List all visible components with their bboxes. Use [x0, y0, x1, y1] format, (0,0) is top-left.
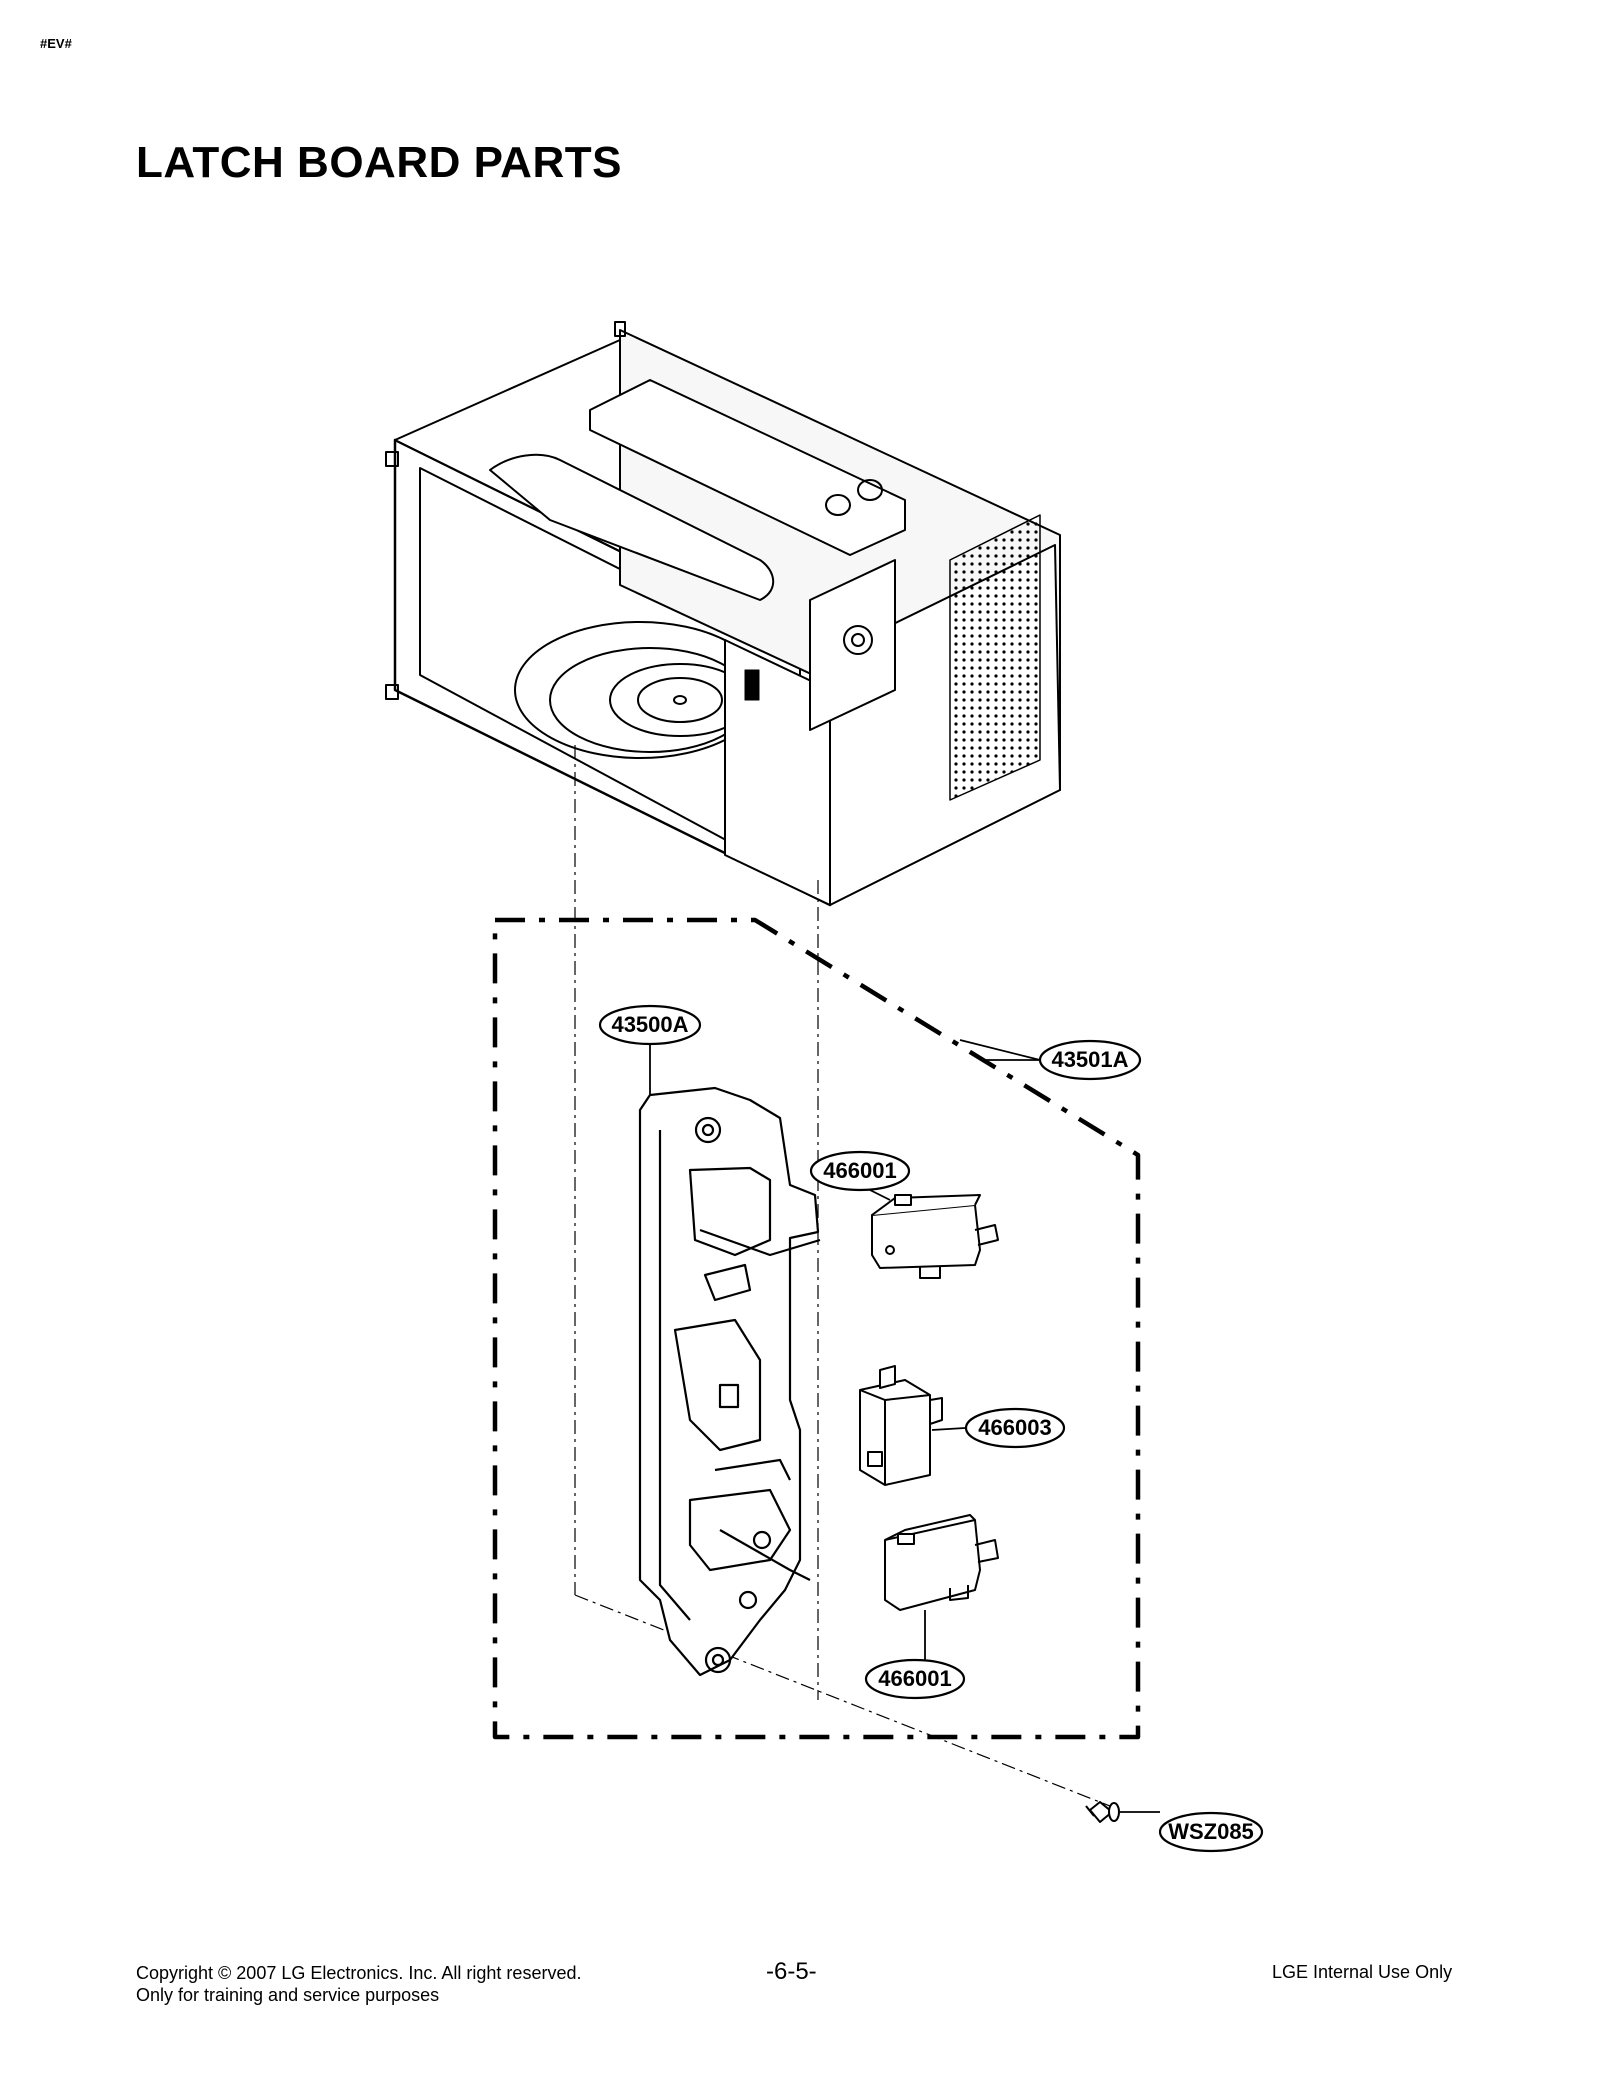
- callout-bubble-wsz085: [1158, 1811, 1264, 1853]
- micro-switch-top: [871, 1194, 999, 1279]
- callout-wsz085: WSZ085: [1168, 1819, 1254, 1844]
- callout-bubble-43501a: [1038, 1039, 1142, 1081]
- callout-466003: 466003: [978, 1415, 1051, 1440]
- footer-internal-note: LGE Internal Use Only: [1272, 1962, 1453, 1982]
- callout-bubble-466001-bottom: [864, 1658, 966, 1700]
- micro-switch-bottom: [884, 1514, 999, 1611]
- page-title: LATCH BOARD PARTS: [136, 138, 622, 187]
- callout-43501a: 43501A: [1051, 1047, 1128, 1072]
- footer-copyright-block: Copyright © 2007 LG Electronics. Inc. Al…: [136, 1962, 581, 2006]
- callout-bubble-43500a: [598, 1004, 702, 1046]
- screw: [1085, 1801, 1120, 1823]
- document-tag: #EV#: [40, 36, 72, 51]
- callout-466001-bottom: 466001: [878, 1666, 951, 1691]
- footer-copyright: Copyright © 2007 LG Electronics. Inc. Al…: [136, 1963, 582, 1983]
- footer-training-note: Only for training and service purposes: [136, 1985, 440, 2005]
- latch-board-assembly-boundary: [492, 917, 1141, 1740]
- callout-bubble-466001-top: [809, 1150, 911, 1192]
- callout-466001-top: 466001: [823, 1158, 896, 1183]
- callout-43500a: 43500A: [611, 1012, 688, 1037]
- micro-switch-middle: [859, 1365, 943, 1486]
- microwave-cavity: [385, 321, 1061, 907]
- latch-board: [638, 1086, 821, 1677]
- callout-bubble-466003: [964, 1407, 1066, 1449]
- page-number: -6-5-: [766, 1958, 817, 1985]
